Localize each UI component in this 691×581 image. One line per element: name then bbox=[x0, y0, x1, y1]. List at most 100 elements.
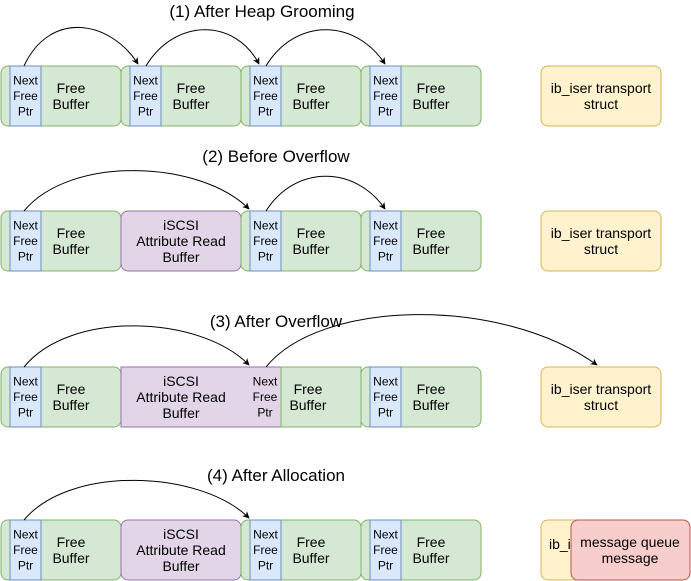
ib-iser-label: struct bbox=[584, 397, 618, 413]
next-free-ptr-label: Free bbox=[373, 234, 398, 248]
ib-iser-label: ib_iser transport bbox=[551, 381, 651, 397]
next-free-ptr-label: Next bbox=[373, 528, 398, 542]
next-free-ptr-label: Next bbox=[13, 219, 38, 233]
free-buffer-label: Free bbox=[417, 381, 446, 397]
next-free-ptr-label: Next bbox=[253, 74, 278, 88]
next-free-ptr-label: Next bbox=[373, 219, 398, 233]
next-free-ptr-label: Next bbox=[373, 74, 398, 88]
next-free-ptr-label: Free bbox=[253, 543, 278, 557]
free-buffer-label: Buffer bbox=[412, 397, 449, 413]
free-buffer-label: Buffer bbox=[52, 550, 89, 566]
free-buffer-label: Free bbox=[57, 225, 86, 241]
free-buffer bbox=[280, 366, 362, 428]
free-buffer-label: Free bbox=[57, 381, 86, 397]
next-free-ptr-label: Next bbox=[13, 375, 38, 389]
message-queue-message bbox=[570, 519, 691, 581]
next-free-ptr bbox=[369, 210, 402, 272]
stage-3-title: (3) After Overflow bbox=[210, 312, 343, 331]
next-free-ptr bbox=[249, 210, 282, 272]
free-buffer-label: Free bbox=[297, 534, 326, 550]
ptr-arrow bbox=[23, 170, 250, 212]
next-free-ptr-label: Free bbox=[253, 89, 278, 103]
free-buffer-label: Free bbox=[177, 80, 206, 96]
iscsi-buffer-label: Attribute Read bbox=[136, 542, 226, 558]
free-buffer-label: Buffer bbox=[412, 96, 449, 112]
free-buffer-label: Free bbox=[417, 534, 446, 550]
next-free-ptr bbox=[369, 519, 402, 581]
ib-iser-label: ib_iser transport bbox=[551, 80, 651, 96]
next-free-ptr-label: Ptr bbox=[257, 406, 272, 420]
next-free-ptr-label: Ptr bbox=[378, 559, 393, 573]
next-free-ptr-label: Next bbox=[13, 528, 38, 542]
iscsi-buffer-label: iSCSI bbox=[163, 526, 199, 542]
free-buffer-label: Buffer bbox=[412, 550, 449, 566]
free-buffer-label: Free bbox=[417, 225, 446, 241]
next-free-ptr-label: Next bbox=[13, 74, 38, 88]
next-free-ptr-label: Ptr bbox=[378, 105, 393, 119]
ptr-arrow bbox=[265, 175, 386, 212]
next-free-ptr-label: Free bbox=[133, 89, 158, 103]
next-free-ptr-label: Free bbox=[13, 390, 38, 404]
next-free-ptr-label: Ptr bbox=[138, 105, 153, 119]
iscsi-buffer-label: Attribute Read bbox=[136, 389, 226, 405]
ib-iser-label-partial: ib_i bbox=[549, 536, 571, 552]
next-free-ptr bbox=[249, 519, 282, 581]
next-free-ptr-label: Ptr bbox=[258, 559, 273, 573]
ptr-arrow bbox=[23, 479, 250, 521]
next-free-ptr bbox=[369, 65, 402, 127]
next-free-ptr-label: Free bbox=[13, 89, 38, 103]
free-buffer-label: Free bbox=[297, 225, 326, 241]
next-free-ptr-label: Free bbox=[253, 234, 278, 248]
free-buffer-label: Buffer bbox=[292, 550, 329, 566]
ptr-arrow bbox=[23, 325, 250, 368]
next-free-ptr-label: Ptr bbox=[18, 406, 33, 420]
next-free-ptr-label: Ptr bbox=[378, 406, 393, 420]
next-free-ptr-label: Free bbox=[373, 543, 398, 557]
next-free-ptr bbox=[9, 210, 42, 272]
next-free-ptr-label: Ptr bbox=[258, 105, 273, 119]
next-free-ptr-label: Free bbox=[373, 390, 398, 404]
ptr-arrow bbox=[145, 29, 260, 67]
free-buffer-label: Buffer bbox=[292, 241, 329, 257]
free-buffer-label: Free bbox=[297, 80, 326, 96]
next-free-ptr-label: Free bbox=[253, 390, 278, 404]
free-buffer-label: Buffer bbox=[412, 241, 449, 257]
next-free-ptr bbox=[369, 366, 402, 428]
next-free-ptr bbox=[9, 366, 42, 428]
stage-2-title: (2) Before Overflow bbox=[202, 147, 350, 166]
iscsi-buffer-label: Buffer bbox=[162, 558, 199, 574]
next-free-ptr-label: Ptr bbox=[18, 105, 33, 119]
stage-4-title: (4) After Allocation bbox=[207, 466, 345, 485]
next-free-ptr bbox=[9, 65, 42, 127]
stage-1-title: (1) After Heap Grooming bbox=[169, 2, 354, 21]
next-free-ptr-label: Free bbox=[13, 234, 38, 248]
message-queue-label: message queue bbox=[580, 534, 680, 550]
next-free-ptr-label: Next bbox=[133, 74, 158, 88]
free-buffer-label: Free bbox=[57, 534, 86, 550]
next-free-ptr-label: Next bbox=[253, 375, 278, 389]
next-free-ptr bbox=[9, 519, 42, 581]
ib-iser-label: ib_iser transport bbox=[551, 225, 651, 241]
free-buffer-label: Free bbox=[417, 80, 446, 96]
ptr-arrow bbox=[265, 314, 598, 368]
ptr-arrow bbox=[23, 27, 139, 67]
free-buffer-label: Free bbox=[57, 80, 86, 96]
ib-iser-struct bbox=[540, 210, 662, 272]
next-free-ptr-label: Ptr bbox=[18, 559, 33, 573]
iscsi-buffer-label: iSCSI bbox=[163, 373, 199, 389]
next-free-ptr bbox=[129, 65, 162, 127]
next-free-ptr-label: Next bbox=[373, 375, 398, 389]
free-buffer-label: Buffer bbox=[52, 241, 89, 257]
next-free-ptr-label: Next bbox=[253, 528, 278, 542]
free-buffer-label: Buffer bbox=[52, 96, 89, 112]
next-free-ptr-label: Free bbox=[13, 543, 38, 557]
free-buffer-label: Buffer bbox=[289, 397, 326, 413]
next-free-ptr-label: Ptr bbox=[378, 250, 393, 264]
message-queue-label: message bbox=[602, 550, 659, 566]
ib-iser-struct bbox=[540, 366, 662, 428]
next-free-ptr-label: Ptr bbox=[258, 250, 273, 264]
iscsi-buffer-label: Buffer bbox=[162, 405, 199, 421]
next-free-ptr-label: Ptr bbox=[18, 250, 33, 264]
free-buffer-label: Free bbox=[294, 381, 323, 397]
